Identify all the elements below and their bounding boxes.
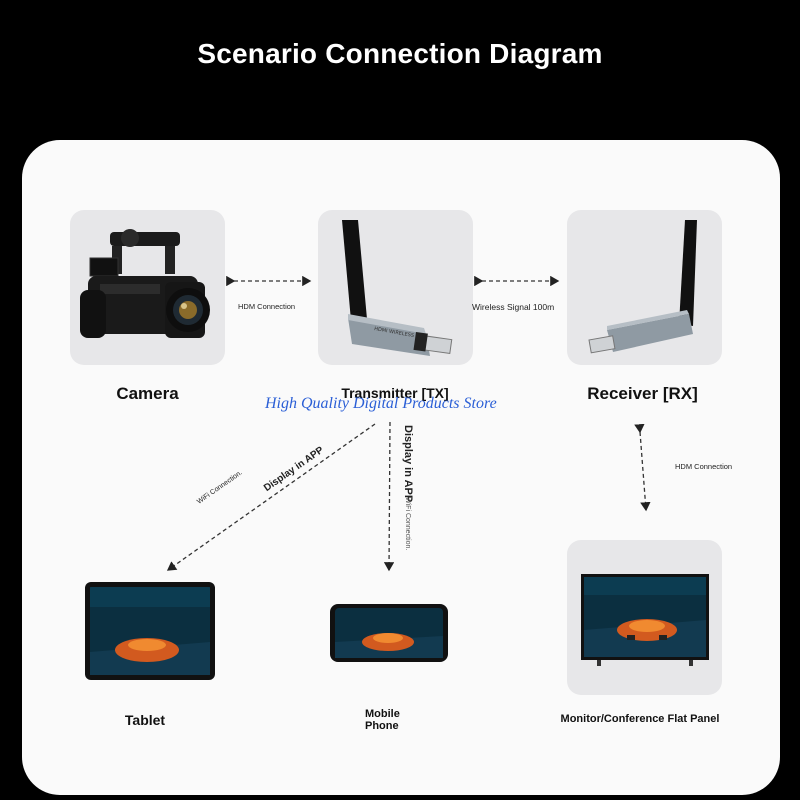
tablet-device <box>85 582 217 682</box>
page-title: Scenario Connection Diagram <box>197 38 603 69</box>
monitor-device-icon <box>581 574 709 666</box>
camera-label: Camera <box>116 384 179 403</box>
mobile-label-line1: Mobile <box>365 708 400 720</box>
receiver-label: Receiver [RX] <box>587 384 698 403</box>
phone-app-label: Display in APP <box>402 425 414 503</box>
arrow-rx-monitor <box>634 423 651 512</box>
mobile-label-line2: Phone <box>365 720 399 732</box>
arrow-tx-phone <box>383 421 395 572</box>
phone-wifi-label: WiFi Connection. <box>404 497 411 551</box>
receiver-tile <box>567 210 722 365</box>
monitor-label: Monitor/Conference Flat Panel <box>560 713 720 725</box>
store-watermark: High Quality Digital Products Store <box>265 395 497 412</box>
transmitter-tile: HDMI WIRELESS <box>318 210 473 365</box>
camera-tile <box>70 210 225 365</box>
tx-rx-connection-label: Wireless Signal 100m <box>472 302 555 312</box>
mobile-label: Mobile Phone <box>345 708 445 732</box>
camera-icon <box>80 229 210 338</box>
transmitter-label: Transmitter [TX] <box>341 385 449 401</box>
arrow-tx-tablet <box>166 423 376 571</box>
camera-tx-connection-label: HDM Connection <box>238 302 296 311</box>
transmitter-device-icon: HDMI WIRELESS <box>342 220 453 356</box>
rx-monitor-connection-label: HDM Connection <box>675 462 733 471</box>
monitor-tile <box>567 540 722 695</box>
tablet-icon <box>85 582 215 680</box>
phone-icon <box>330 604 448 662</box>
tablet-label: Tablet <box>124 712 166 728</box>
phone-device <box>330 604 450 664</box>
receiver-device-icon <box>588 220 697 354</box>
